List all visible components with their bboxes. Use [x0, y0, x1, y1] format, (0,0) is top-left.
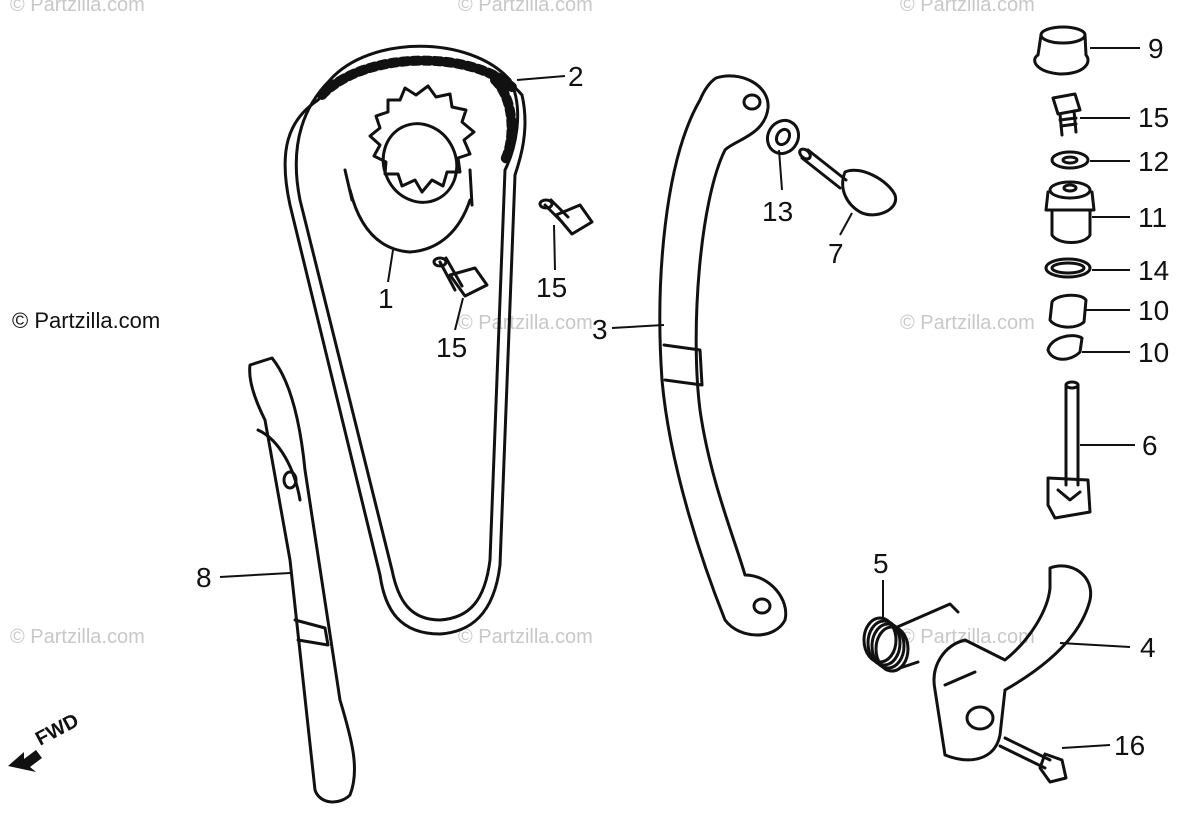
- callout-9[interactable]: 9: [1148, 33, 1164, 64]
- watermark: © Partzilla.com: [10, 0, 145, 16]
- tensioner-rod-part[interactable]: [1046, 380, 1092, 520]
- wedge-part[interactable]: [1048, 293, 1088, 329]
- callout-14[interactable]: 14: [1138, 255, 1170, 286]
- callout-10[interactable]: 10: [1138, 337, 1170, 368]
- callout-16[interactable]: 16: [1114, 730, 1146, 761]
- chain-guide-part[interactable]: [658, 74, 788, 637]
- forward-direction-indicator: FWD: [8, 710, 83, 772]
- watermark: © Partzilla.com: [900, 312, 1035, 334]
- callout-13[interactable]: 13: [762, 196, 794, 227]
- cam-chain-part[interactable]: [283, 44, 527, 636]
- o-ring-part[interactable]: [1044, 257, 1092, 279]
- sealing-cap-part[interactable]: [1033, 25, 1090, 76]
- callout-2[interactable]: 2: [568, 61, 584, 92]
- forward-arrow-icon: [8, 750, 42, 772]
- arm-bolt-part[interactable]: [998, 736, 1068, 784]
- cam-sprocket-part[interactable]: [343, 84, 476, 254]
- watermark: © Partzilla.com: [458, 626, 593, 648]
- guide-bolt-part[interactable]: [798, 147, 898, 217]
- watermark: © Partzilla.com: [900, 0, 1035, 16]
- callout-11[interactable]: 11: [1138, 202, 1168, 233]
- callout-15[interactable]: 15: [1138, 102, 1170, 133]
- sprocket-bolt-part[interactable]: [538, 198, 594, 236]
- watermark: © Partzilla.com: [10, 626, 145, 648]
- callout-10[interactable]: 10: [1138, 295, 1170, 326]
- copyright-notice: © Partzilla.com: [12, 308, 161, 333]
- watermark: © Partzilla.com: [900, 626, 1035, 648]
- callout-15[interactable]: 15: [536, 272, 568, 303]
- washer-part[interactable]: [762, 115, 805, 159]
- leader-lines: [219, 47, 1140, 749]
- fwd-label: FWD: [32, 710, 83, 751]
- callout-15[interactable]: 15: [436, 332, 468, 363]
- sprocket-bolt-part[interactable]: [432, 256, 489, 298]
- tensioner-arm-part[interactable]: [932, 564, 1093, 762]
- watermark: © Partzilla.com: [458, 312, 593, 334]
- callout-5[interactable]: 5: [873, 548, 889, 579]
- callout-8[interactable]: 8: [196, 562, 212, 593]
- chain-tensioner-slipper-part[interactable]: [248, 356, 357, 804]
- bolt-part[interactable]: [1051, 92, 1082, 137]
- callout-12[interactable]: 12: [1138, 146, 1170, 177]
- callout-6[interactable]: 6: [1142, 430, 1158, 461]
- tensioner-set-bolt-part[interactable]: [1044, 180, 1096, 244]
- callout-3[interactable]: 3: [592, 314, 608, 345]
- wedge-part[interactable]: [1046, 334, 1084, 361]
- tensioner-spring-part[interactable]: [862, 602, 960, 673]
- callout-7[interactable]: 7: [828, 238, 844, 269]
- washer-part[interactable]: [1050, 150, 1090, 170]
- callout-4[interactable]: 4: [1140, 632, 1156, 663]
- callout-1[interactable]: 1: [378, 283, 394, 314]
- watermark: © Partzilla.com: [458, 0, 593, 16]
